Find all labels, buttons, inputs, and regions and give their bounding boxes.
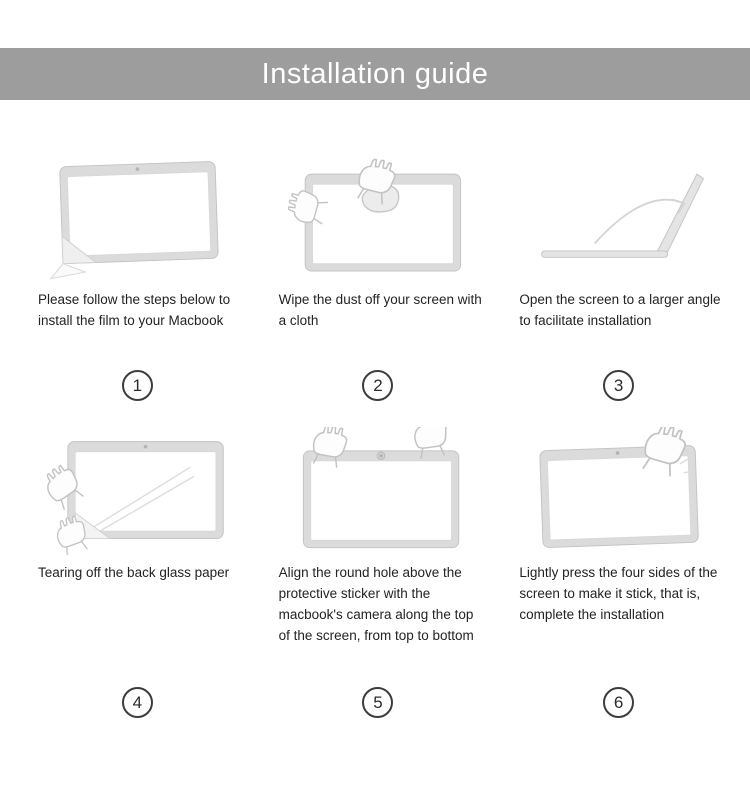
step-2: Wipe the dust off your screen with a clo…: [271, 154, 486, 401]
laptop-opened-wide-angle-icon: [541, 173, 705, 258]
header-bar: Installation guide: [0, 48, 750, 100]
step-number-badge: 2: [362, 370, 394, 401]
hands-tearing-back-paper-icon: [38, 441, 224, 555]
step-1: Please follow the steps below to install…: [30, 154, 245, 401]
step-number-badge: 3: [603, 370, 635, 401]
step-caption: Open the screen to a larger angle to fac…: [519, 292, 721, 328]
screen-with-peeling-film-icon: [49, 160, 219, 280]
step-caption: Align the round hole above the protectiv…: [278, 565, 474, 643]
hands-wiping-screen-with-cloth-icon: [284, 155, 461, 272]
step-number-badge: 5: [362, 687, 394, 718]
step-caption: Tearing off the back glass paper: [38, 565, 230, 580]
step-number-badge: 1: [121, 370, 153, 401]
step-4: Tearing off the back glass paper 4: [30, 427, 245, 718]
page-title: Installation guide: [261, 57, 489, 90]
step-6: Lightly press the four sides of the scre…: [511, 427, 726, 718]
step-caption: Wipe the dust off your screen with a clo…: [278, 292, 482, 328]
hands-aligning-film-to-camera-icon: [302, 427, 459, 549]
step-caption: Lightly press the four sides of the scre…: [519, 565, 718, 622]
installation-steps-grid: Please follow the steps below to install…: [0, 154, 750, 718]
step-5: Align the round hole above the protectiv…: [271, 427, 486, 718]
step-number-badge: 6: [603, 687, 635, 718]
step-number-badge: 4: [121, 687, 153, 718]
step-caption: Please follow the steps below to install…: [38, 292, 231, 328]
step-3: Open the screen to a larger angle to fac…: [511, 154, 726, 401]
hand-pressing-screen-sides-icon: [539, 427, 700, 549]
